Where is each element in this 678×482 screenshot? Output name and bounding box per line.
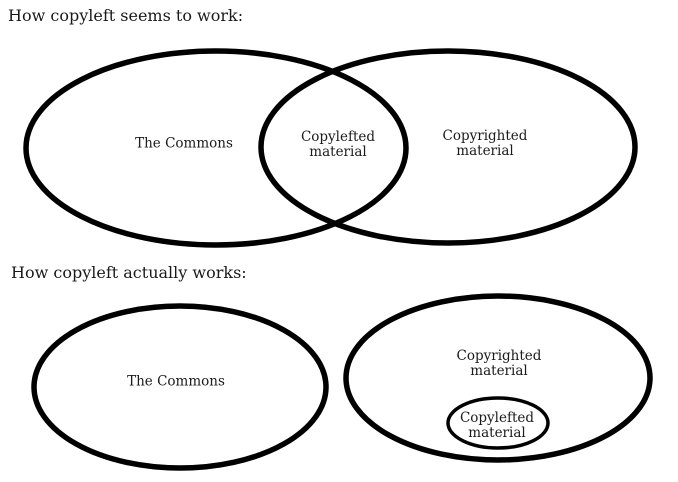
seems-copyrighted-ellipse xyxy=(258,48,638,246)
actually-copylefted-label: Copylefted material xyxy=(459,410,535,441)
seems-commons-ellipse xyxy=(23,48,409,248)
actually-copylefted-ellipse xyxy=(446,396,550,450)
actually-commons-ellipse xyxy=(31,303,329,471)
seems-overlap-label: Copylefted material xyxy=(300,129,376,160)
seems-copyrighted-label: Copyrighted material xyxy=(442,128,528,159)
title-actually: How copyleft actually works: xyxy=(11,263,247,282)
seems-commons-label: The Commons xyxy=(135,135,233,152)
actually-copyrighted-label: Copyrighted material xyxy=(456,348,542,379)
title-seems: How copyleft seems to work: xyxy=(8,6,244,25)
actually-copyrighted-ellipse xyxy=(343,293,653,463)
actually-commons-label: The Commons xyxy=(127,373,225,390)
